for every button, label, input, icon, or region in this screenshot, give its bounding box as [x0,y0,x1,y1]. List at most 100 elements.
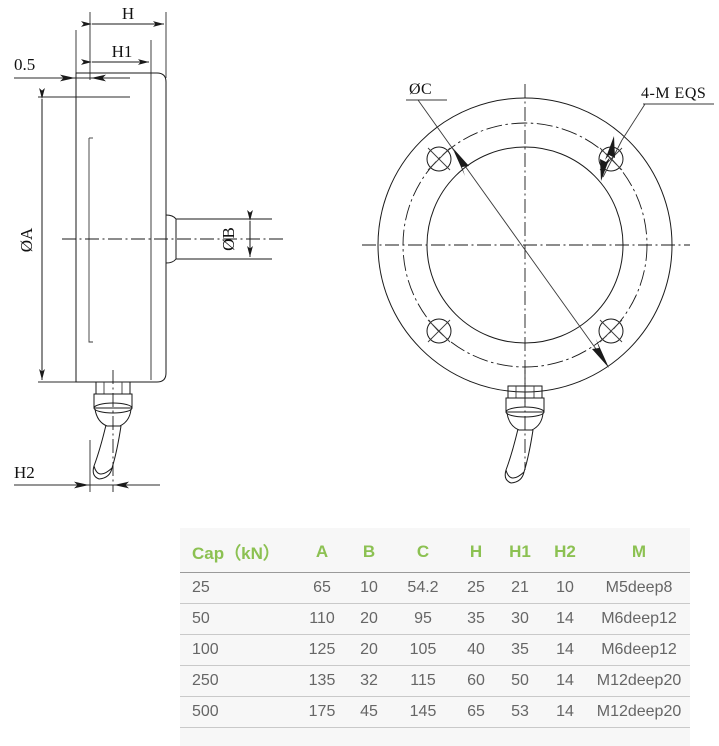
front-cable-gland [505,370,544,483]
cell-m: M12deep20 [588,696,690,728]
table-row: 25 65 10 54.2 25 21 10 M5deep8 [180,572,690,604]
cell-h1: 30 [498,603,542,635]
drawing-svg: H H1 0.5 ØA [14,4,714,492]
cell-h2: 14 [542,634,588,666]
cell-m: M12deep20 [588,665,690,697]
arrow-half-left [60,74,75,82]
cable-left-edge [93,425,106,479]
technical-drawing: H H1 0.5 ØA [14,4,714,492]
table-row: 50 110 20 95 35 30 14 M6deep12 [180,603,690,635]
cell-h2: 14 [542,603,588,635]
table-row: 100 125 20 105 40 35 14 M6deep12 [180,634,690,666]
cell-m: M6deep12 [588,603,690,635]
table-header-h2: H2 [542,528,588,573]
boss-fillet [166,215,176,263]
bolt-spec-arrow-lower [600,157,610,181]
dimension-label-a: ØA [17,227,36,252]
cell-b: 10 [346,572,392,604]
cell-h1: 50 [498,665,542,697]
bolt-hole-bottom-left [427,319,451,343]
cell-cap: 500 [180,696,298,728]
bolt-spec-arrow-upper [605,136,615,160]
inner-circle [427,147,623,343]
cable-right-edge [99,426,121,479]
front-cable-right [511,430,533,483]
cell-b: 45 [346,696,392,728]
cell-cap: 100 [180,634,298,666]
table-row: 500 175 45 145 65 53 14 M12deep20 [180,696,690,728]
cell-h: 35 [454,603,498,635]
cell-c: 54.2 [392,572,454,604]
bolt-hole-bl-x2 [427,319,451,343]
table-header-b: B [346,528,392,573]
front-gland-ring [506,407,544,417]
specification-table-container: Cap（kN） A B C H H1 H2 M 25 65 10 54.2 25 [180,528,690,746]
cell-c: 115 [392,665,454,697]
table-header-c: C [392,528,454,573]
table-row: 250 135 32 115 60 50 14 M12deep20 [180,665,690,697]
cell-cap: 25 [180,572,298,604]
cell-m: M6deep12 [588,634,690,666]
bolt-hole-bottom-right [599,319,623,343]
arrow-half-right [91,74,106,82]
cell-c: 95 [392,603,454,635]
cell-h1: 21 [498,572,542,604]
cell-c: 145 [392,696,454,728]
cell-h: 60 [454,665,498,697]
leader-label-bolt-spec: 4-M EQS [641,85,706,102]
body-outline [76,73,166,382]
cell-cap: 250 [180,665,298,697]
inner-face-line [88,138,93,343]
table-header-h: H [454,528,498,573]
bolt-circle [402,122,648,368]
diameter-c-leader [417,99,456,153]
diameter-c-line [454,151,607,364]
cell-a: 135 [298,665,346,697]
cell-b: 20 [346,603,392,635]
dimension-label-b: ØB [219,227,238,251]
table-header-h1: H1 [498,528,542,573]
cell-h2: 10 [542,572,588,604]
gland-ring [94,403,132,413]
leader-label-diameter-c: ØC [409,81,432,98]
cell-h2: 14 [542,665,588,697]
cell-h: 25 [454,572,498,604]
cell-a: 65 [298,572,346,604]
cell-h: 65 [454,696,498,728]
dimension-label-h: H [122,4,134,23]
outer-circle [378,98,672,392]
gland-boot [95,409,131,426]
bolt-hole-tl-x2 [427,147,451,171]
cell-a: 125 [298,634,346,666]
bolt-hole-br-x2 [599,319,623,343]
cell-h2: 14 [542,696,588,728]
cell-cap: 50 [180,603,298,635]
cell-h: 40 [454,634,498,666]
cell-b: 32 [346,665,392,697]
table-bottom-padding [180,728,690,746]
cell-b: 20 [346,634,392,666]
table-header-cap: Cap（kN） [180,528,298,573]
cell-m: M5deep8 [588,572,690,604]
bolt-spec-line [602,139,623,178]
arrow-h2-right [114,481,129,489]
front-gland-boot [507,413,543,430]
table-header-a: A [298,528,346,573]
cell-c: 105 [392,634,454,666]
front-view-group: ØC 4-M EQS [362,81,714,483]
dimension-label-h1: H1 [112,42,133,61]
cell-h1: 35 [498,634,542,666]
bolt-hole-top-left [427,147,451,171]
front-cable-end [506,470,524,478]
cable-end [94,466,112,474]
cell-h1: 53 [498,696,542,728]
front-cable-left [505,429,518,483]
specification-table: Cap（kN） A B C H H1 H2 M 25 65 10 54.2 25 [180,528,690,728]
cell-a: 110 [298,603,346,635]
cell-a: 175 [298,696,346,728]
bolt-hole-group [427,147,623,343]
bolt-spec-leader [621,103,646,141]
table-header-m: M [588,528,690,573]
side-view-group: H H1 0.5 ØA [14,4,285,492]
diameter-c-arrow-upper [452,147,469,176]
